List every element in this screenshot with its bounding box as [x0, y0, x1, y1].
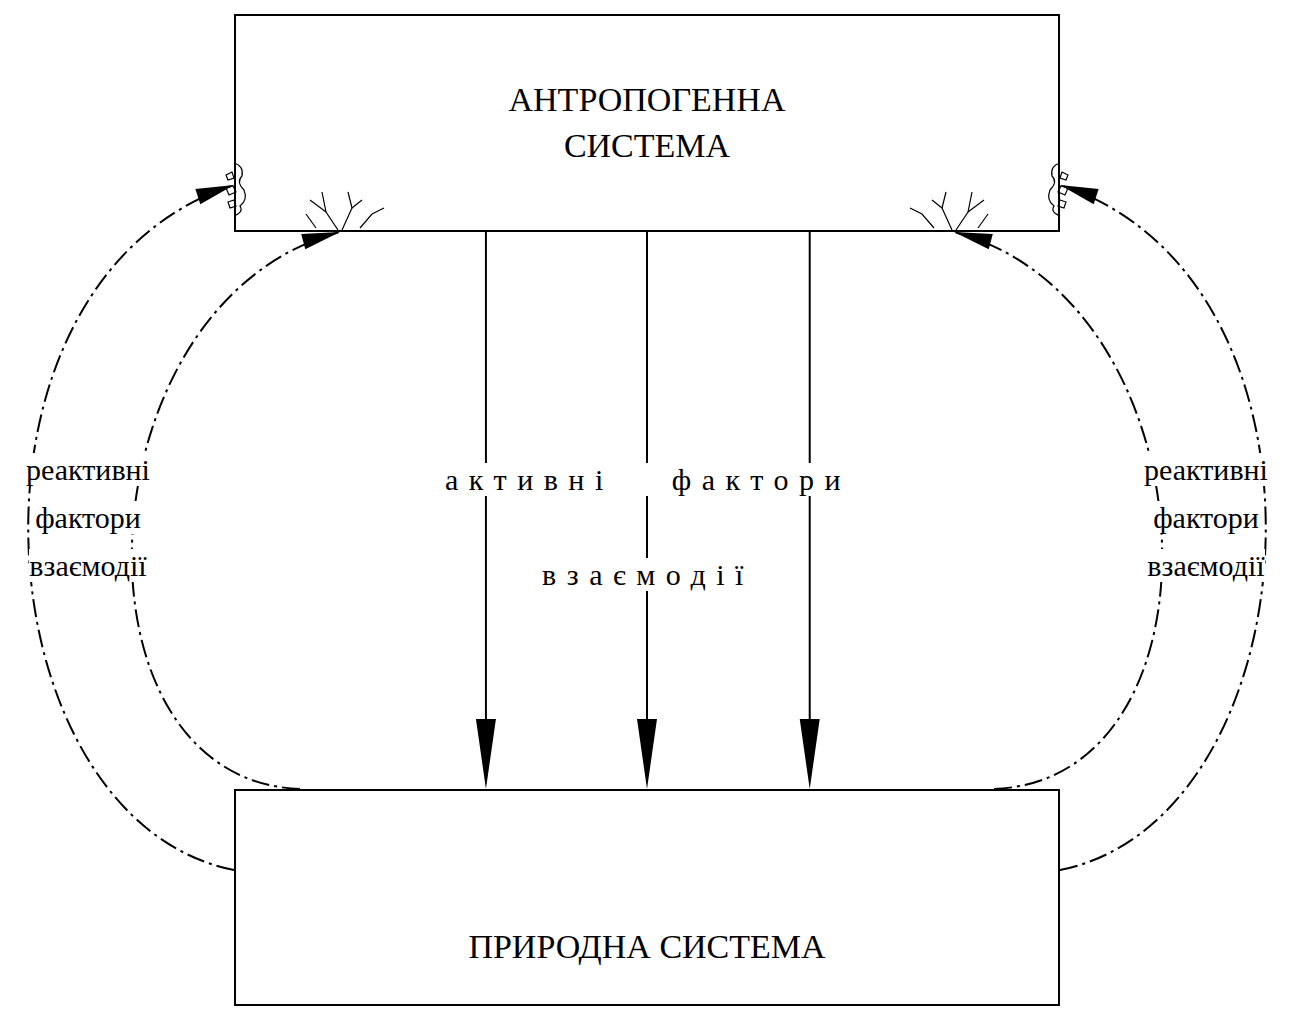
active-arrow	[800, 232, 820, 789]
arrow-head	[301, 232, 340, 249]
system-name: АНТРОПОГЕННА СИСТЕМА	[467, 77, 827, 169]
factor-label: активні фактори взаємодії	[445, 463, 851, 591]
reactive-arrow	[132, 232, 340, 789]
crack-symbol	[306, 192, 384, 230]
arrow-head	[195, 185, 234, 204]
factor-label: реактивні фактори взаємодії	[26, 453, 150, 582]
active-arrow	[637, 232, 657, 789]
arrow-head	[637, 719, 657, 789]
arrow-head	[954, 232, 993, 249]
reactive-arrow	[954, 232, 1162, 789]
factor-label: реактивні фактори взаємодії	[1144, 453, 1268, 582]
arrow-head	[800, 719, 820, 789]
arrow-head	[476, 719, 496, 789]
arrow-head	[1060, 185, 1099, 204]
factor-label: активні фактори взаємодії	[368, 432, 928, 622]
system-name: ПРИРОДНА СИСТЕМА	[468, 924, 825, 970]
system-box: АНТРОПОГЕННА СИСТЕМА	[234, 14, 1060, 232]
reactive-arrow	[132, 232, 340, 789]
reactive-arrow	[954, 232, 1162, 789]
active-arrow	[476, 232, 496, 789]
factor-label: реактивні фактори взаємодії	[2, 446, 174, 590]
factor-label: реактивні фактори взаємодії	[1120, 446, 1292, 590]
system-box: ПРИРОДНА СИСТЕМА	[234, 789, 1060, 1006]
crack-symbol	[910, 192, 988, 230]
